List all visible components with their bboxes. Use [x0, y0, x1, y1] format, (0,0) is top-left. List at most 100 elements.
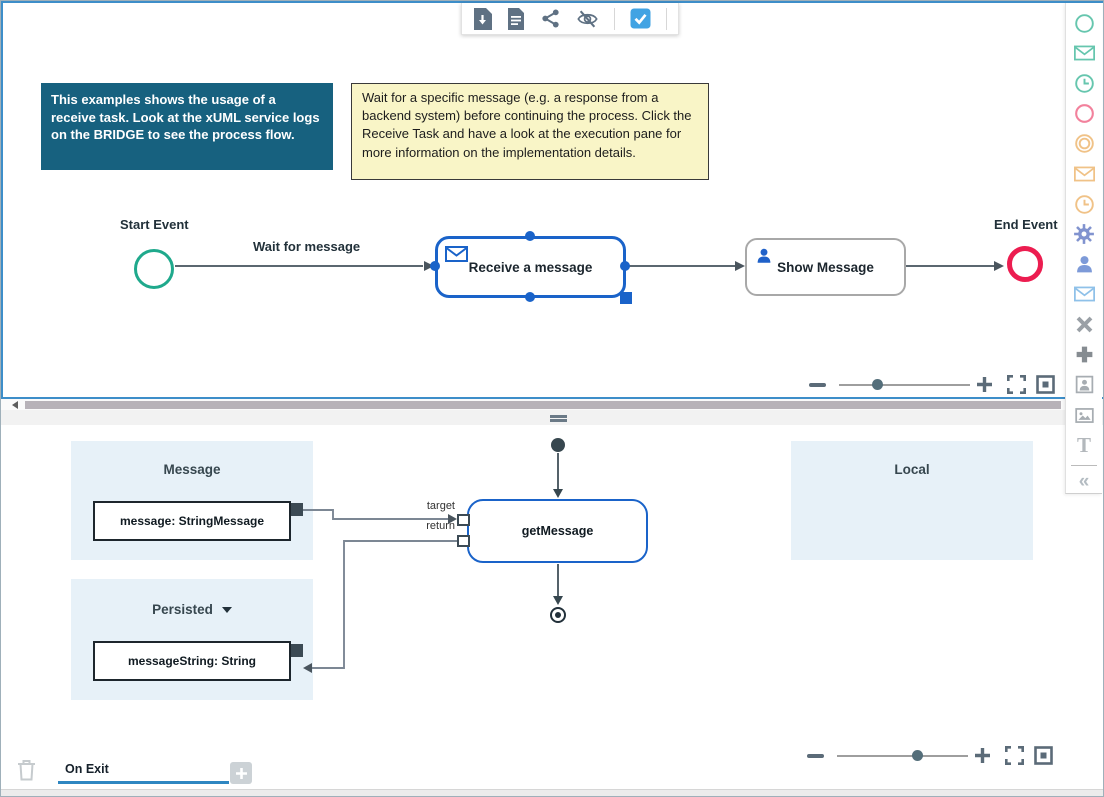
start-event-node[interactable] — [134, 249, 174, 289]
parallel-gateway-icon[interactable] — [1066, 340, 1102, 370]
hide-details-icon[interactable] — [576, 8, 599, 30]
receive-task-icon[interactable] — [1066, 279, 1102, 309]
persisted-variable-item[interactable]: messageString: String — [93, 641, 291, 681]
chevron-down-icon — [221, 606, 232, 613]
zoom-slider-knob[interactable] — [912, 750, 923, 761]
image-icon[interactable] — [1066, 400, 1102, 430]
end-event-label: End Event — [994, 217, 1058, 232]
target-wire-arrowhead — [448, 514, 457, 524]
fullscreen-icon[interactable] — [1005, 746, 1024, 765]
sequence-flow-1[interactable] — [175, 265, 423, 267]
pane-splitter[interactable] — [1, 410, 1103, 425]
process-diagram-pane[interactable]: This examples shows the usage of a recei… — [1, 1, 1103, 399]
zoom-slider-track[interactable] — [839, 384, 970, 386]
timer-intermediate-event-icon[interactable] — [1066, 189, 1102, 219]
top-toolbar — [461, 3, 679, 35]
persisted-panel-header[interactable]: Persisted — [152, 601, 232, 618]
exclusive-gateway-icon[interactable] — [1066, 310, 1102, 340]
participant-icon[interactable] — [1066, 370, 1102, 400]
sequence-flow-1-arrowhead — [424, 261, 434, 271]
selection-handle-bottom[interactable] — [525, 292, 535, 302]
return-port[interactable] — [457, 535, 470, 547]
zoom-out-button[interactable] — [809, 383, 826, 387]
zoom-slider-knob[interactable] — [872, 379, 883, 390]
selection-handle-top[interactable] — [525, 231, 535, 241]
splitter-handle-bar[interactable] — [550, 419, 567, 422]
scrollbar-left-arrow[interactable] — [12, 401, 18, 409]
sequence-flow-3-arrowhead — [994, 261, 1004, 271]
fit-to-screen-icon[interactable] — [1036, 375, 1055, 394]
persisted-variable-port[interactable] — [291, 644, 303, 657]
palette-divider — [1071, 465, 1097, 467]
return-wire[interactable] — [312, 540, 457, 669]
mapping-wires — [303, 453, 563, 673]
end-event-icon[interactable] — [1066, 98, 1102, 128]
scrollbar-thumb[interactable] — [25, 401, 1061, 409]
toolbar-separator — [666, 7, 667, 30]
selection-handle-left[interactable] — [430, 261, 440, 271]
info-note[interactable]: This examples shows the usage of a recei… — [41, 83, 333, 170]
user-task-icon[interactable] — [1066, 249, 1102, 279]
toolbar-separator — [614, 7, 615, 30]
message-variable-port[interactable] — [291, 503, 303, 516]
message-start-event-icon[interactable] — [1066, 38, 1102, 68]
target-port-label: target — [426, 500, 455, 512]
start-event-icon[interactable] — [1066, 8, 1102, 38]
selection-handle-right[interactable] — [620, 261, 630, 271]
intermediate-event-icon[interactable] — [1066, 129, 1102, 159]
start-event-label: Start Event — [120, 217, 189, 232]
final-flow-arrowhead — [553, 596, 563, 605]
fit-to-screen-icon[interactable] — [1034, 746, 1053, 765]
zoom-out-button[interactable] — [807, 754, 824, 758]
fullscreen-icon[interactable] — [1007, 375, 1026, 394]
initial-node[interactable] — [551, 438, 565, 452]
action-node-getmessage[interactable]: getMessage — [467, 499, 648, 563]
target-port[interactable] — [457, 514, 470, 526]
persisted-panel-title: Persisted — [152, 602, 213, 617]
receive-task-node[interactable]: Receive a message — [435, 236, 626, 298]
service-task-icon[interactable] — [1066, 219, 1102, 249]
message-intermediate-event-icon[interactable] — [1066, 159, 1102, 189]
end-event-node[interactable] — [1007, 246, 1043, 282]
splitter-handle-bar[interactable] — [550, 415, 567, 418]
collapse-glyph: « — [1078, 470, 1090, 492]
return-port-label: return — [426, 520, 455, 532]
local-panel-title: Local — [894, 462, 930, 477]
user-task-node[interactable]: Show Message — [745, 238, 906, 296]
resize-handle[interactable] — [620, 292, 632, 304]
tab-on-exit[interactable]: On Exit — [65, 762, 109, 776]
collapse-palette-icon[interactable]: « — [1066, 469, 1102, 493]
return-wire-arrowhead — [303, 663, 312, 673]
add-tab-button[interactable] — [230, 762, 252, 784]
zoom-in-button[interactable] — [976, 376, 993, 393]
final-node[interactable] — [550, 607, 566, 623]
bottom-edge-strip — [1, 789, 1103, 796]
sequence-flow-3[interactable] — [906, 265, 995, 267]
message-panel-title: Message — [163, 462, 221, 477]
timer-start-event-icon[interactable] — [1066, 68, 1102, 98]
sequence-flow-label: Wait for message — [253, 239, 361, 254]
local-panel[interactable]: Local — [791, 441, 1033, 560]
export-model-icon[interactable] — [473, 7, 492, 30]
sequence-flow-2[interactable] — [628, 265, 736, 267]
shape-palette: T « — [1065, 3, 1102, 494]
message-variable-item[interactable]: message: StringMessage — [93, 501, 291, 541]
instruction-note[interactable]: Wait for a specific message (e.g. a resp… — [351, 83, 709, 180]
sequence-flow-2-arrowhead — [735, 261, 745, 271]
plus-icon — [235, 767, 247, 779]
zoom-in-button[interactable] — [974, 747, 991, 764]
delete-tab-icon[interactable] — [17, 759, 36, 781]
receive-task-label: Receive a message — [468, 259, 593, 275]
active-tab-underline — [58, 781, 229, 784]
documentation-icon[interactable] — [507, 7, 525, 30]
share-icon[interactable] — [540, 8, 561, 29]
zoom-slider-track[interactable] — [837, 755, 968, 757]
action-node-label: getMessage — [521, 524, 594, 538]
text-annotation-icon[interactable]: T — [1066, 430, 1102, 460]
user-task-label: Show Message — [777, 259, 874, 275]
initial-flow-arrowhead — [553, 489, 563, 498]
target-wire[interactable] — [303, 509, 448, 520]
validation-checkbox[interactable] — [630, 8, 651, 29]
message-envelope-icon — [445, 246, 468, 265]
